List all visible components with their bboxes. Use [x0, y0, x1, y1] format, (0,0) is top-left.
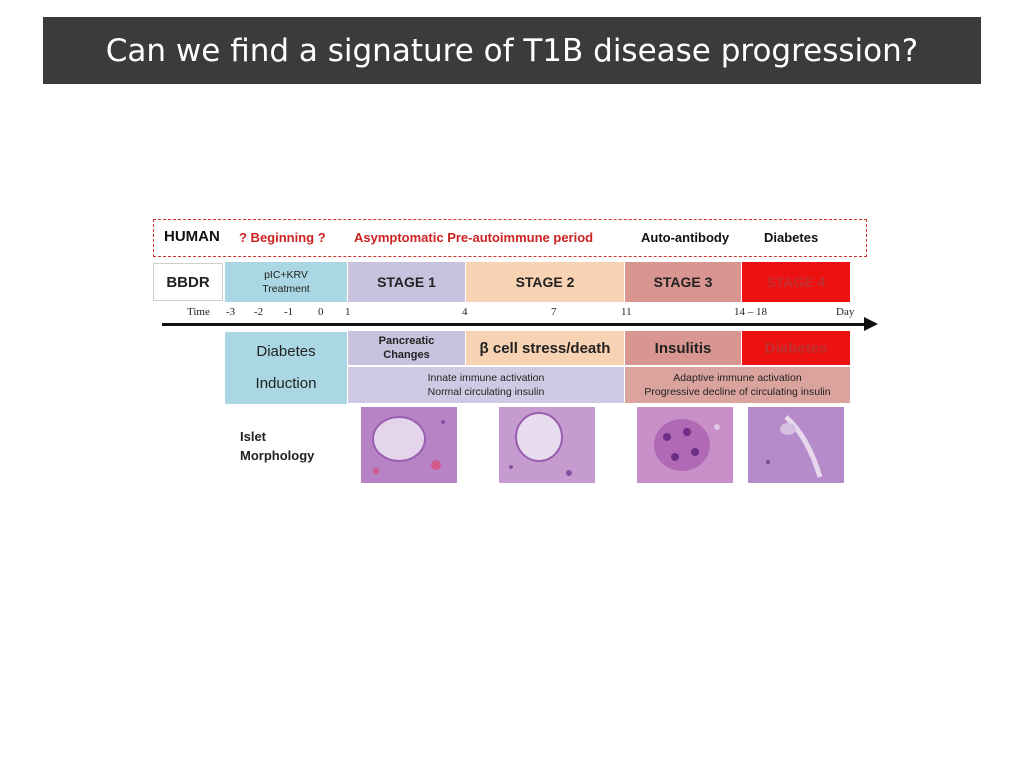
tick-0: 0 [318, 306, 324, 318]
time-axis-arrowhead [864, 317, 878, 331]
tick-minus3: -3 [226, 306, 236, 318]
islet-morphology-label: Islet Morphology [240, 427, 314, 465]
pancreatic-line2: Changes [383, 349, 430, 361]
time-axis-line [162, 323, 868, 326]
adaptive-line2: Progressive decline of circulating insul… [644, 386, 831, 398]
innate-activation-cell: Innate immune activation Normal circulat… [348, 367, 624, 403]
treatment-cell: pIC+KRV Treatment [225, 262, 347, 302]
time-axis-label: Time [187, 306, 210, 318]
diabetes-induction-cell: Diabetes Induction [225, 332, 347, 404]
stage2-cell: STAGE 2 [466, 262, 624, 302]
human-label: HUMAN [164, 228, 220, 245]
tick-7: 7 [551, 306, 557, 318]
stage4-cell: STAGE 4 [742, 262, 850, 302]
tick-1: 1 [345, 306, 351, 318]
tick-14-18: 14 – 18 [734, 306, 767, 318]
bbdr-label: BBDR [153, 263, 223, 301]
histology-image-stage4 [748, 407, 844, 483]
tick-minus1: -1 [284, 306, 294, 318]
tick-day: Day [836, 306, 855, 318]
insulitis-cell: Insulitis [625, 331, 741, 365]
tick-minus2: -2 [254, 306, 264, 318]
tick-4: 4 [462, 306, 468, 318]
histology-image-stage2 [499, 407, 595, 483]
adaptive-activation-cell: Adaptive immune activation Progressive d… [625, 367, 850, 403]
slide-title: Can we find a signature of T1B disease p… [43, 17, 981, 84]
pancreatic-line1: Pancreatic [378, 335, 435, 347]
treatment-line1: pIC+KRV [264, 269, 308, 281]
histology-image-stage1 [361, 407, 457, 483]
stage1-cell: STAGE 1 [348, 262, 465, 302]
human-diabetes: Diabetes [764, 230, 819, 245]
human-beginning: ? Beginning ? [239, 230, 326, 245]
adaptive-line1: Adaptive immune activation [673, 372, 802, 384]
beta-cell-cell: β cell stress/death [466, 331, 624, 365]
histology-image-stage3 [637, 407, 733, 483]
induction-line1: Diabetes [256, 343, 316, 360]
induction-line2: Induction [255, 375, 317, 392]
stage3-cell: STAGE 3 [625, 262, 741, 302]
t1d-progression-figure: HUMAN ? Beginning ? Asymptomatic Pre-aut… [150, 215, 880, 490]
human-row: HUMAN ? Beginning ? Asymptomatic Pre-aut… [153, 219, 867, 257]
islet-line2: Morphology [240, 448, 315, 463]
tick-11: 11 [621, 306, 632, 318]
human-asymptomatic: Asymptomatic Pre-autoimmune period [354, 230, 594, 245]
innate-line2: Normal circulating insulin [427, 386, 545, 398]
diabetes-event-cell: Diabetes [742, 331, 850, 365]
pancreatic-changes-cell: Pancreatic Changes [348, 331, 465, 365]
innate-line1: Innate immune activation [427, 372, 545, 384]
treatment-line2: Treatment [262, 283, 310, 295]
human-autoantibody: Auto-antibody [641, 230, 730, 245]
islet-line1: Islet [240, 429, 267, 444]
